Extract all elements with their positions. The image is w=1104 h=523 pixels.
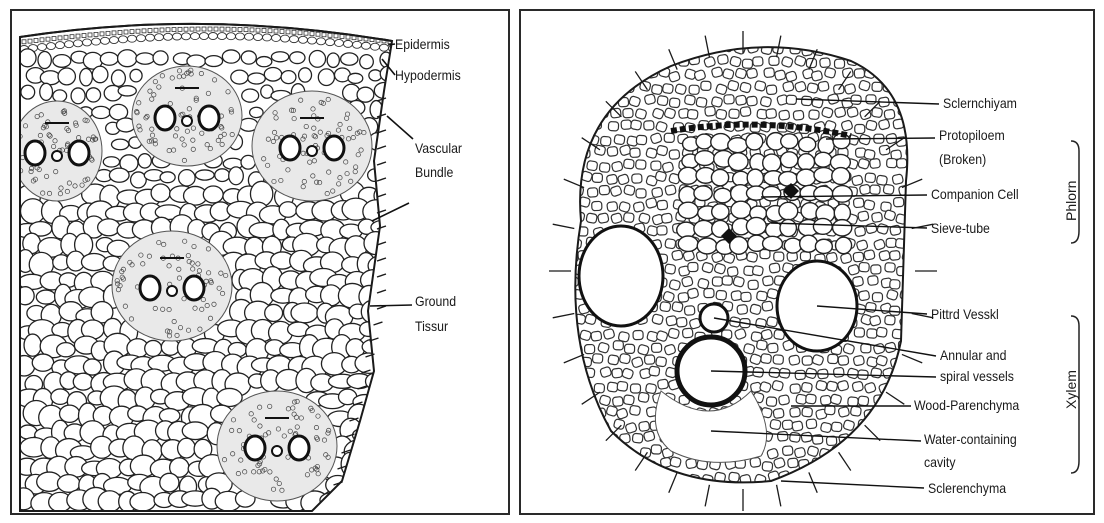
label-wood-parenchyma: Wood-Parenchyma: [914, 396, 1019, 414]
label-spiral-vessels: spiral vessels: [940, 367, 1014, 385]
label-companion-cell: Companion Cell: [931, 185, 1019, 203]
pitted-vessel-left: [579, 226, 663, 326]
label-ground: Ground: [415, 292, 456, 310]
group-label-phloem: Phlorn: [1063, 181, 1079, 221]
leader-line: [781, 481, 924, 488]
stem-cross-section-drawing: [12, 11, 508, 513]
label-bundle: Bundle: [415, 163, 453, 181]
leader-line: [387, 116, 413, 139]
label-sclerenchyma-bottom: Sclerenchyma: [928, 479, 1006, 497]
label-cavity: cavity: [924, 453, 956, 471]
label-epidermis: Epidermis: [395, 35, 450, 53]
label-protophloem: Protopiloem: [939, 126, 1005, 144]
label-water-containing: Water-containing: [924, 430, 1017, 448]
vascular-bundle: [12, 101, 102, 201]
label-pitted-vessel: Pittrd Vesskl: [931, 305, 999, 323]
leader-line: [826, 138, 935, 139]
label-protophloem-broken: (Broken): [939, 150, 986, 168]
vascular-bundle-panel: Sclernchiyam Protopiloem (Broken) Compan…: [519, 9, 1095, 515]
label-tissue: Tissur: [415, 317, 448, 335]
label-annular: Annular and: [940, 346, 1006, 364]
stem-tissue: [12, 27, 406, 513]
vascular-bundle: [132, 66, 242, 166]
stem-cross-section-panel: Epidermis Hypodermis Vascular Bundle Gro…: [10, 9, 510, 515]
label-sclerenchyma-top: Sclernchiyam: [943, 94, 1017, 112]
group-label-xylem: Xylem: [1063, 370, 1079, 409]
vascular-bundle: [112, 231, 232, 341]
leader-line: [370, 305, 412, 306]
label-hypodermis: Hypodermis: [395, 66, 461, 84]
vascular-bundle: [252, 91, 372, 201]
label-vascular: Vascular: [415, 139, 462, 157]
label-sieve-tube: Sieve-tube: [931, 219, 990, 237]
leader-line: [388, 44, 395, 45]
vascular-bundle: [217, 391, 337, 501]
